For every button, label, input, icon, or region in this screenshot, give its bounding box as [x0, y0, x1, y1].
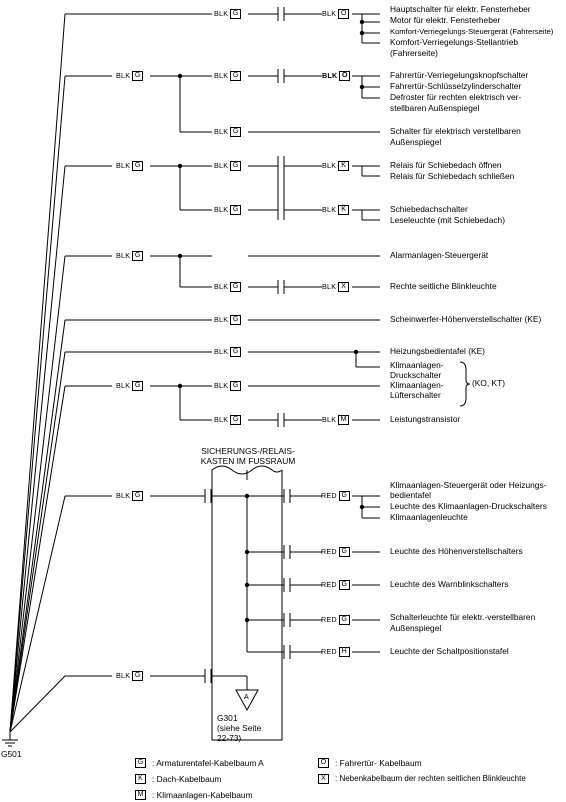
- component-label: Leuchte des Klimaanlagen-Druckschalters: [390, 501, 547, 511]
- component-label: Komfort-Verriegelungs-Steuergerät (Fahre…: [390, 27, 554, 36]
- component-label: stellbaren Außenspiegel: [390, 103, 480, 113]
- ground-g301-ref: 22-73): [217, 733, 242, 743]
- component-label: Schalter für elektrisch verstellbaren: [390, 126, 521, 136]
- component-label: Klimaanlagenleuchte: [390, 512, 468, 522]
- component-label: Motor für elektr. Fensterheber: [390, 15, 501, 25]
- component-label: Lüfterschalter: [390, 390, 441, 400]
- component-label: Fahrertür-Verriegelungsknopfschalter: [390, 70, 529, 80]
- component-label: Rechte seitliche Blinkleuchte: [390, 281, 497, 291]
- component-label: Heizungsbedientafel (KE): [390, 346, 485, 356]
- component-label: Klimaanlagen-: [390, 380, 444, 390]
- component-label: Außenspiegel: [390, 623, 442, 633]
- ground-line: [9, 495, 66, 733]
- g301-ground-marker: [235, 689, 259, 712]
- component-label: (Fahrerseite): [390, 48, 438, 58]
- component-label: Klimaanlagen-Steuergerät oder Heizungs-: [390, 480, 547, 490]
- ground-line: [9, 675, 66, 733]
- ground-g301-label: G301: [217, 713, 238, 723]
- component-label: Klimaanlagen-: [390, 360, 444, 370]
- component-label: bedientafel: [390, 490, 431, 500]
- fuse-box-title: SICHERUNGS-/RELAIS- KASTEN IM FUSSRAUM: [200, 446, 296, 466]
- component-label: Komfort-Verriegelungs-Stellantrieb: [390, 37, 519, 47]
- ground-line: [9, 385, 66, 733]
- component-label: Fahrertür-Schlüsselzylinderschalter: [390, 81, 522, 91]
- ground-line: [9, 319, 66, 733]
- legend-item-o: O: Fahrertür- Kabelbaum: [318, 758, 422, 768]
- ground-g501-label: G501: [1, 749, 22, 759]
- component-label: Leuchte des Warnblinkschalters: [390, 579, 509, 589]
- ground-line: [9, 75, 66, 733]
- ground-line: [9, 255, 66, 733]
- ground-line: [9, 165, 66, 733]
- variant-note: (KO, KT): [472, 378, 506, 388]
- component-label: Relais für Schiebedach öffnen: [390, 160, 502, 170]
- component-label: Scheinwerfer-Höhenverstellschalter (KE): [390, 314, 542, 324]
- legend-item-g: G: Armaturentafel-Kabelbaum A: [135, 758, 264, 768]
- g301-marker-label: A: [244, 694, 249, 701]
- component-label: Schiebedachschalter: [390, 204, 468, 214]
- component-label: Leseleuchte (mit Schiebedach): [390, 215, 505, 225]
- legend-item-m: M: Klimaanlagen-Kabelbaum: [135, 790, 253, 800]
- component-label: Defroster für rechten elektrisch ver-: [390, 92, 522, 102]
- component-label: Relais für Schiebedach schließen: [390, 171, 515, 181]
- component-label: Leuchte des Höhenverstellschalters: [390, 546, 523, 556]
- ground-g301-ref: (siehe Seite: [217, 723, 262, 733]
- ground-line: [9, 351, 66, 733]
- component-label: Leuchte der Schaltpositionstafel: [390, 646, 509, 656]
- component-label: Außenspiegel: [390, 137, 442, 147]
- junction-dots: [177, 19, 365, 623]
- legend-item-k: K: Dach-Kabelbaum: [135, 774, 221, 784]
- legend-item-x: X: Nebenkabelbaum der rechten seitlichen…: [318, 774, 526, 784]
- component-label: Alarmanlagen-Steuergerät: [390, 250, 489, 260]
- component-label: Leistungstransistor: [390, 414, 461, 424]
- component-label: Druckschalter: [390, 370, 442, 380]
- ground-line: [9, 13, 66, 733]
- component-label: Schalterleuchte für elektr.-verstellbare…: [390, 612, 536, 622]
- component-label: Hauptschalter für elektr. Fensterheber: [390, 4, 531, 14]
